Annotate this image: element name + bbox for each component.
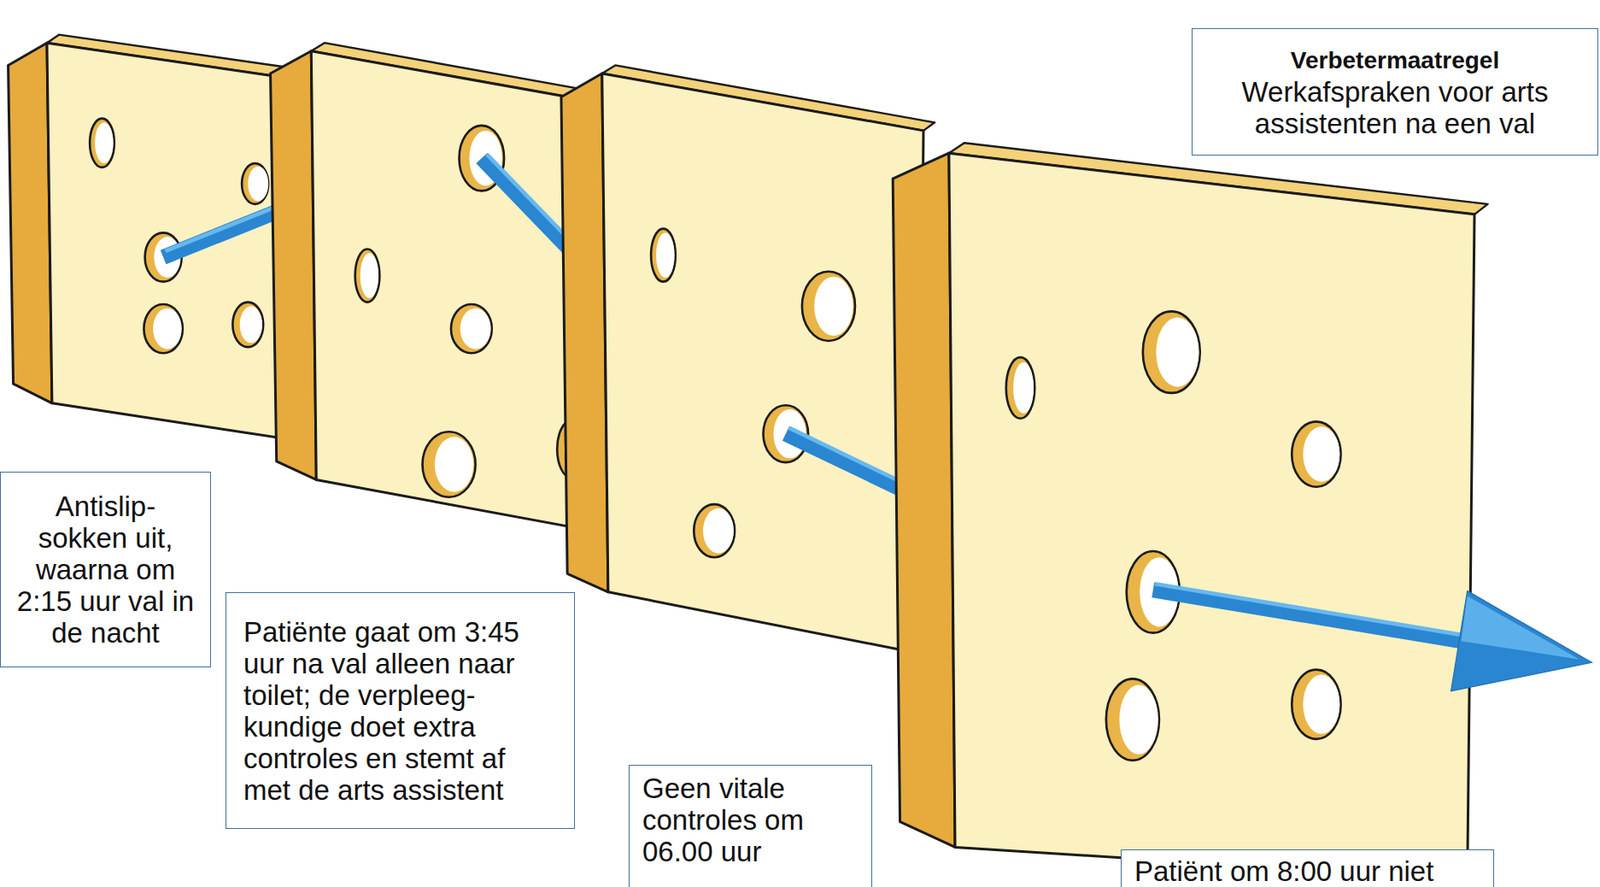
cheese-hole — [240, 305, 263, 343]
box-text: Verbetermaatregel — [1202, 44, 1588, 77]
cheese-hole — [94, 122, 114, 164]
box-text: Patiënte gaat om 3:45 uur na val alleen … — [243, 615, 557, 806]
box-text: Antislip- sokken uit, waarna om 2:15 uur… — [11, 490, 200, 649]
cheese-side — [892, 152, 956, 847]
cheese-hole — [143, 304, 182, 353]
risk-arrow — [1154, 583, 1461, 635]
cheese-hole — [1142, 310, 1201, 393]
text-box: Patiënt om 8:00 uur niet — [1120, 849, 1495, 887]
text-box: VerbetermaatregelWerkafspraken voor arts… — [1191, 28, 1599, 156]
text-box: Geen vitale controles om 06.00 uur — [628, 764, 873, 887]
cheese-hole — [1291, 421, 1341, 487]
text-box: Patiënte gaat om 3:45 uur na val alleen … — [225, 591, 575, 829]
cheese-face — [602, 73, 924, 653]
cheese-hole — [232, 302, 264, 348]
cheese-hole — [1302, 426, 1340, 482]
cheese-hole — [802, 271, 856, 341]
cheese-hole — [89, 118, 115, 168]
cheese-face — [46, 42, 293, 439]
cheese-face — [949, 152, 1475, 880]
risk-arrowhead — [1451, 591, 1593, 692]
cheese-side — [561, 73, 609, 592]
cheese-hole — [693, 504, 735, 557]
cheese-hole — [360, 252, 380, 299]
cheese-hole — [656, 232, 675, 278]
cheese-hole — [451, 304, 493, 353]
box-body: Werkafspraken voor arts assistenten na e… — [1202, 76, 1588, 140]
cheese-hole — [241, 163, 269, 205]
cheese-hole — [434, 436, 474, 493]
cheese-side — [270, 51, 317, 481]
cheese-hole — [1155, 316, 1199, 387]
cheese-hole — [814, 276, 853, 336]
text-box: Antislip- sokken uit, waarna om 2:15 uur… — [0, 471, 211, 668]
cheese-hole — [650, 228, 676, 282]
cheese-face — [310, 51, 597, 531]
cheese-hole — [1119, 685, 1158, 755]
cheese-side — [8, 42, 53, 404]
cheese-hole — [422, 431, 476, 497]
risk-arrow — [1153, 589, 1462, 641]
box-text: Patiënt om 8:00 uur niet — [1134, 855, 1481, 887]
cheese-hole — [355, 248, 381, 302]
box-text: Geen vitale controles om 06.00 uur — [642, 772, 859, 868]
cheese-hole — [247, 166, 269, 202]
cheese-hole — [1291, 669, 1341, 739]
cheese-hole — [1302, 674, 1340, 734]
cheese-hole — [460, 308, 492, 350]
cheese-hole — [703, 508, 734, 554]
cheese-hole — [1106, 678, 1160, 761]
cheese-hole — [1013, 362, 1034, 414]
cheese-hole — [1006, 357, 1035, 419]
cheese-hole — [152, 308, 182, 350]
risk-arrowhead — [1461, 596, 1581, 660]
